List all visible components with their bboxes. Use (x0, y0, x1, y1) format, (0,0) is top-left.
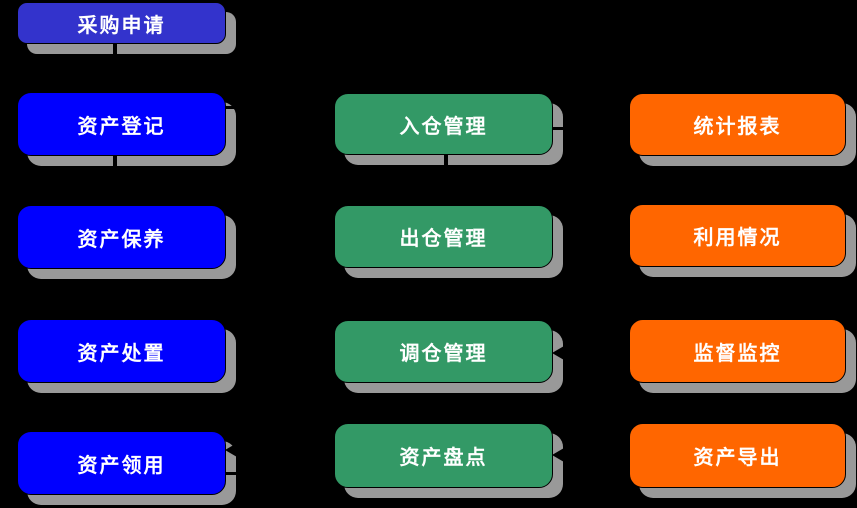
node-label: 资产处置 (77, 340, 166, 365)
node-utilization-status: 利用情况 (629, 204, 846, 267)
connector-stub-right-of-asset-registration (226, 106, 239, 109)
node-asset-registration: 资产登记 (17, 92, 226, 156)
node-label: 资产登记 (77, 113, 166, 138)
node-outbound-management: 出仓管理 (334, 205, 553, 268)
node-label: 入仓管理 (399, 113, 488, 138)
node-transfer-management: 调仓管理 (334, 320, 553, 383)
arrowhead-into-asset-stocktake-icon (552, 448, 564, 462)
node-asset-requisition: 资产领用 (17, 431, 226, 495)
connector-stub-right-of-inbound-management (553, 127, 566, 130)
node-asset-stocktake: 资产盘点 (334, 423, 553, 488)
node-asset-maintenance: 资产保养 (17, 205, 226, 269)
node-label: 资产导出 (693, 445, 782, 469)
node-purchase-request: 采购申请 (17, 2, 226, 44)
node-label: 调仓管理 (399, 341, 488, 365)
connector-stub-below-purchase-request (113, 44, 117, 56)
node-label: 出仓管理 (399, 226, 488, 250)
node-label: 资产领用 (77, 452, 166, 477)
connector-stub-below-inbound-management (444, 155, 448, 167)
connector-stub-right-of-asset-requisition (226, 472, 238, 475)
node-asset-export: 资产导出 (629, 423, 846, 488)
node-label: 资产保养 (77, 226, 166, 251)
node-supervision-monitoring: 监督监控 (629, 319, 846, 383)
node-label: 利用情况 (693, 225, 782, 249)
node-label: 采购申请 (77, 12, 166, 37)
node-statistics-report: 统计报表 (629, 93, 846, 156)
connector-stub-below-asset-registration (113, 156, 117, 168)
node-asset-disposal: 资产处置 (17, 319, 226, 383)
node-label: 统计报表 (693, 114, 782, 138)
arrowhead-into-transfer-management-icon (552, 346, 564, 360)
node-label: 监督监控 (693, 340, 782, 365)
node-label: 资产盘点 (399, 445, 488, 469)
arrowhead-into-asset-requisition-icon (225, 443, 237, 457)
node-inbound-management: 入仓管理 (334, 93, 553, 155)
